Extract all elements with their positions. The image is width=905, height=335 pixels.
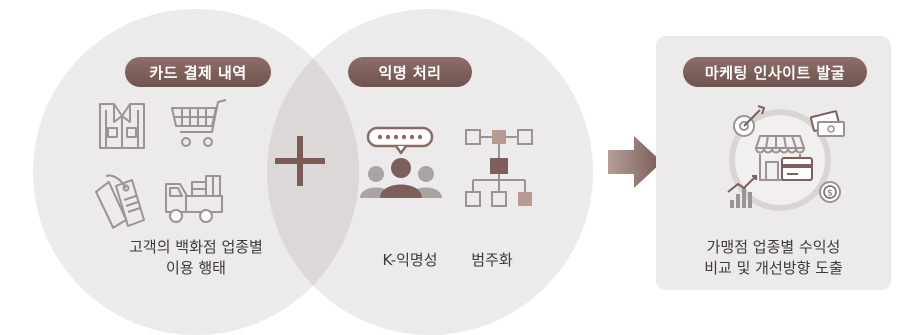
left-caption-line-2: 이용 행태 bbox=[166, 259, 226, 277]
svg-text:$: $ bbox=[827, 189, 833, 199]
clothes-icon bbox=[99, 103, 145, 149]
plus-sign: + bbox=[275, 136, 325, 186]
price-tag-icon bbox=[95, 174, 145, 229]
card-payment-history-badge: 카드 결제 내역 bbox=[125, 57, 271, 87]
right-caption: 가맹점 업종별 수익성 비교 및 개선방향 도출 bbox=[676, 237, 871, 279]
right-arrow-icon bbox=[608, 136, 662, 188]
left-caption-line-1: 고객의 백화점 업종별 bbox=[129, 238, 263, 256]
marketing-insight-illustration: $ bbox=[727, 105, 845, 211]
right-caption-line-2: 비교 및 개선방향 도출 bbox=[704, 259, 843, 277]
target-icon bbox=[733, 105, 766, 137]
card-payment-icon bbox=[781, 157, 813, 181]
money-icon bbox=[809, 110, 845, 137]
growth-chart-icon bbox=[727, 175, 757, 208]
left-caption: 고객의 백화점 업종별 이용 행태 bbox=[80, 237, 312, 279]
shopping-cart-icon bbox=[171, 99, 227, 147]
k-anonymity-label: K-익명성 bbox=[382, 251, 438, 269]
category-tree-icon bbox=[465, 129, 533, 207]
coin-icon: $ bbox=[819, 181, 841, 203]
marketing-insight-badge: 마케팅 인사이트 발굴 bbox=[683, 57, 867, 87]
anonymous-people-icon bbox=[360, 126, 442, 198]
delivery-truck-icon bbox=[165, 175, 223, 223]
store-icon bbox=[754, 135, 806, 181]
anonymization-badge: 익명 처리 bbox=[348, 57, 472, 87]
categorization-label: 범주화 bbox=[471, 251, 513, 269]
right-caption-line-1: 가맹점 업종별 수익성 bbox=[706, 238, 841, 256]
